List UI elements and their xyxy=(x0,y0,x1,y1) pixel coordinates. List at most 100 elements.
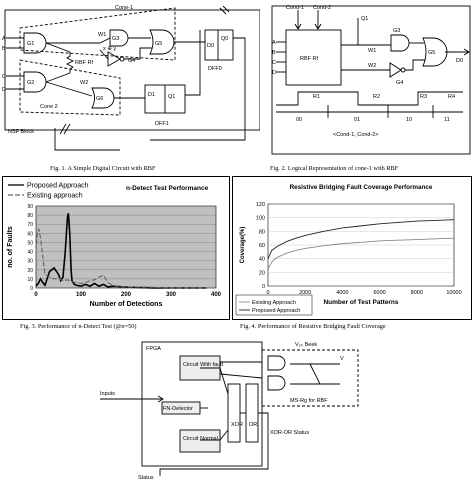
fig2-w2-label: W2 xyxy=(368,63,376,69)
fig1-gate-g6: G6 xyxy=(96,96,103,102)
chart4-y-tick: 80 xyxy=(259,229,265,235)
fig2-r2-label: R2 xyxy=(373,94,380,100)
chart3-y-tick: 50 xyxy=(27,240,33,246)
fig5-fpga-diagram: FPGA Inputs Circuit With fault FN-Detect… xyxy=(100,341,359,481)
fig2-r4-label: R4 xyxy=(448,94,455,100)
fig1-caption: Fig. 1. A Simple Digital Circuit with RB… xyxy=(50,165,156,172)
fig1-cone2-label: Cone 2 xyxy=(40,104,58,110)
fig2-caption: Fig. 2. Logical Representation of cone-1… xyxy=(270,165,399,172)
chart3-y-tick: 10 xyxy=(27,277,33,283)
fig1-w2-label: W2 xyxy=(80,80,88,86)
fig2-rbf-block-label: RBF Rf xyxy=(300,56,319,62)
fig2-r3-label: R3 xyxy=(420,94,427,100)
fig5-v-label: V xyxy=(340,356,344,362)
chart4-x-tick: 2000 xyxy=(299,290,311,296)
fig2-state-10: 10 xyxy=(406,117,412,123)
fig2-gate-g4: G4 xyxy=(396,80,403,86)
fig2-gate-g5: G5 xyxy=(428,50,435,56)
fig2-cond2-label: Cond-2 xyxy=(313,5,331,11)
chart3-y-tick: 30 xyxy=(27,259,33,265)
fig1-circuit-diagram: Cone-1 Cone 2 A B C D G1 G2 G3 G4 G5 G6 … xyxy=(2,5,260,151)
fig5-fn-detector-label: FN-Detector xyxy=(163,406,193,412)
fig1-cone1-label: Cone-1 xyxy=(115,5,133,11)
fig4-caption: Fig. 4. Performance of Resistive Bridgin… xyxy=(240,323,386,330)
chart4-series-0 xyxy=(267,219,455,259)
fig5-xor-label: XOR xyxy=(231,422,243,428)
fig1-nsf-label: NSF Block xyxy=(8,129,34,135)
chart4-legend-box xyxy=(235,294,313,316)
fig5-inputs-label: Inputs xyxy=(100,391,115,397)
fig2-d0-label: D0 xyxy=(456,58,463,64)
fig2-input-a: A xyxy=(272,40,276,46)
fig5-vdd-label: V₂₀ Beek xyxy=(295,342,317,348)
chart3-y-tick: 80 xyxy=(27,213,33,219)
chart4-ylabel: Coverage(%) xyxy=(240,227,246,264)
fig2-w1-label: W1 xyxy=(368,48,376,54)
fig2-cond1-label: Cond-1 xyxy=(286,5,304,11)
fig5-circuit-normal-label: Circuit Normal xyxy=(183,436,218,442)
fig1-gate-g1: G1 xyxy=(27,41,34,47)
fig1-gate-g4: G4 xyxy=(128,58,135,64)
chart3-y-tick: 40 xyxy=(27,250,33,256)
chart4-x-tick: 8000 xyxy=(411,290,423,296)
chart3-y-tick: 60 xyxy=(27,231,33,237)
fig5-fpga-label: FPGA xyxy=(146,346,161,352)
fig2-state-01: 01 xyxy=(354,117,360,123)
fig2-r1-label: R1 xyxy=(313,94,320,100)
chart3-y-tick: 90 xyxy=(27,204,33,210)
chart3-y-tick: 70 xyxy=(27,222,33,228)
chart3-ylabel: no. of Faults xyxy=(7,226,14,268)
chart4-x-tick: 6000 xyxy=(373,290,385,296)
fig1-input-b: B xyxy=(2,46,6,52)
chart3-x-tick: 0 xyxy=(34,292,38,298)
fig2-logic-diagram: Cond-1 Cond-2 A B C D RBF Rf Q1 G3 G4 G5… xyxy=(271,5,471,155)
chart3-series-1 xyxy=(35,228,207,289)
fig1-gate-g2: G2 xyxy=(27,80,34,86)
chart3-legend-label: Existing approach xyxy=(27,193,83,200)
chart4-series-1 xyxy=(267,237,455,270)
fig1-d1-label: D1 xyxy=(148,92,155,98)
chart3-y-tick: 20 xyxy=(27,268,33,274)
chart4-y-tick: 0 xyxy=(262,284,265,290)
chart3-x-tick: 200 xyxy=(121,292,132,298)
fig2-q1-label: Q1 xyxy=(361,16,368,22)
chart4-y-tick: 60 xyxy=(259,243,265,249)
chart3-y-tick: 0 xyxy=(30,286,33,292)
fig1-w1-label: W1 xyxy=(98,32,106,38)
fig1-dff1-label: DFF1 xyxy=(155,121,169,127)
fig2-input-d: D xyxy=(272,70,276,76)
chart4-legend-label: Proposed Approach xyxy=(252,308,300,314)
fig2-gate-g3: G3 xyxy=(393,28,400,34)
fig2-state-11: 11 xyxy=(444,117,450,123)
fig1-input-d: D xyxy=(2,87,6,93)
fig1-dff0-label: DFF0 xyxy=(208,66,222,72)
fig5-or-label: OR xyxy=(249,422,257,428)
chart4-y-tick: 20 xyxy=(259,270,265,276)
chart3-x-tick: 300 xyxy=(166,292,177,298)
fig3-caption: Fig. 3. Performance of n-Detect Test (@n… xyxy=(20,323,137,330)
fig2-state-00: 00 xyxy=(296,117,302,123)
fig2-input-b: B xyxy=(272,50,276,56)
fig2-bottom-label: <Cond-1, Cond-2> xyxy=(333,132,379,138)
chart4-x-tick: 0 xyxy=(266,290,269,296)
fig5-xor-or-status-label: XOR-OR Status xyxy=(270,430,309,436)
chart4-title: Resistive Bridging Fault Coverage Perfor… xyxy=(290,184,433,191)
fig5-status-label: Status xyxy=(138,475,154,481)
fig5-circuit-fault-label: Circuit With fault xyxy=(183,362,224,368)
fig1-xor-label: x ⊕ y xyxy=(103,46,116,52)
fig1-q0-label: Q0 xyxy=(221,36,228,42)
fig1-q1-label: Q1 xyxy=(168,94,175,100)
chart3-legend-label: Proposed Approach xyxy=(27,183,89,190)
fig2-input-c: C xyxy=(272,60,276,66)
fig1-input-a: A xyxy=(2,36,6,42)
fig1-d0-label: D0 xyxy=(207,43,214,49)
fig1-gate-g3: G3 xyxy=(112,36,119,42)
fig5-rbf-label: MS-Rg for RBF xyxy=(290,398,328,404)
chart4-x-tick: 10000 xyxy=(446,290,461,296)
chart4-y-tick: 120 xyxy=(256,202,265,208)
chart4-y-tick: 40 xyxy=(259,257,265,263)
chart3-x-tick: 400 xyxy=(211,292,222,298)
chart3-x-tick: 100 xyxy=(76,292,87,298)
